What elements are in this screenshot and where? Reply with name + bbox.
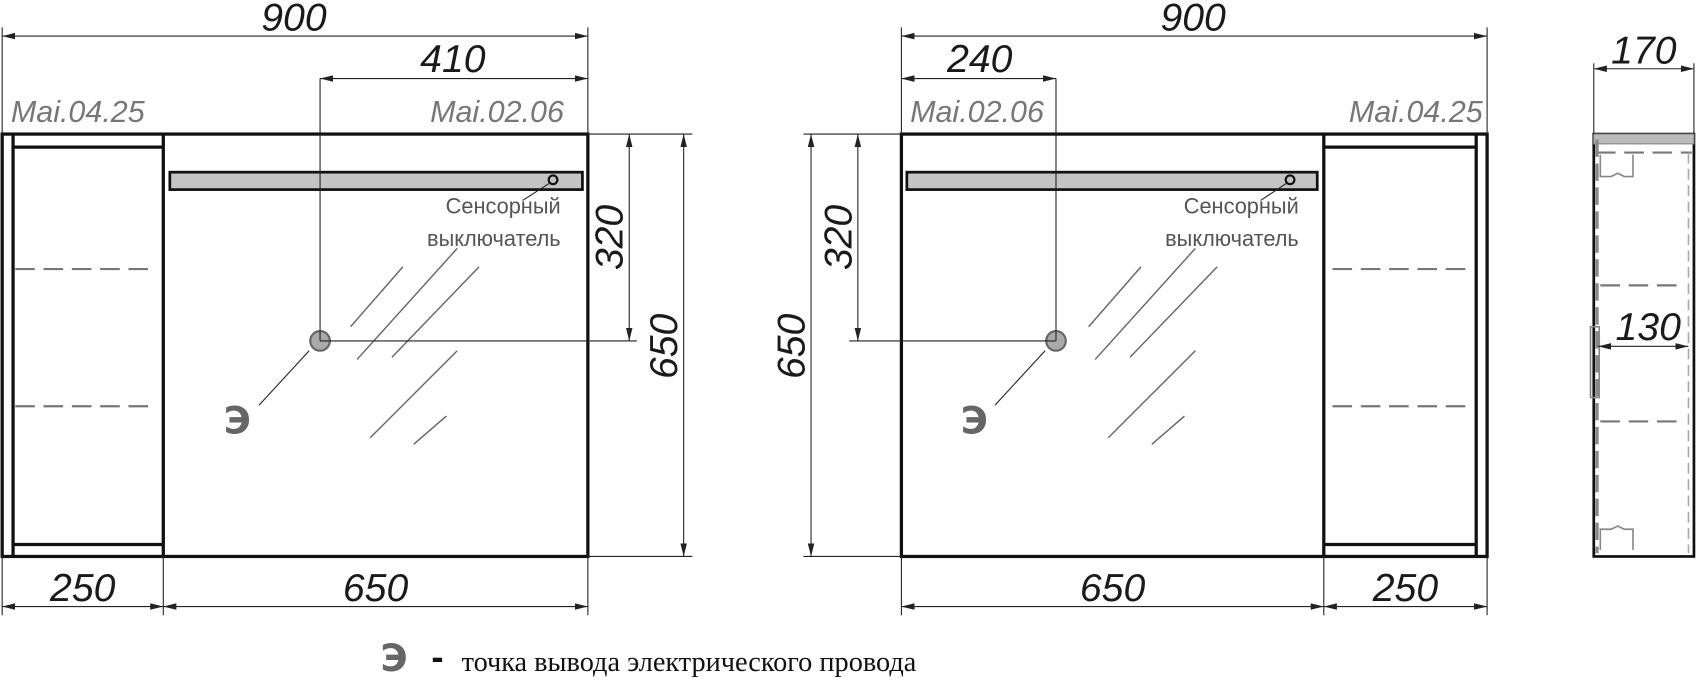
dim-overall-width: 900: [1160, 0, 1226, 40]
mirror-reflection-icon: [350, 247, 480, 445]
legend: Э - точка вывода электрического провода: [381, 637, 917, 680]
switch-label: Сенсорный: [446, 194, 561, 219]
hinge-icon: [1599, 525, 1634, 550]
dim-overall-width: 900: [261, 0, 327, 40]
cabinet-outline: [0, 132, 590, 559]
leader-line: [994, 350, 1046, 406]
dim-shelf-width: 250: [49, 567, 116, 610]
front-view-right: Сенсорный выключатель Э Mai.02.06 Mai.04…: [771, 0, 1489, 616]
dim-switch-offset: 410: [420, 38, 486, 81]
legend-symbol: Э: [381, 637, 408, 680]
dim-height: 650: [643, 313, 686, 379]
dim-depth: 170: [1611, 29, 1677, 72]
side-top-panel: [1593, 133, 1695, 145]
leader-line: [1260, 182, 1288, 201]
hinge-icon: [1599, 154, 1634, 178]
leader-line: [522, 182, 551, 201]
mirror-model-code: Mai.02.06: [910, 95, 1044, 129]
dim-switch-offset: 240: [946, 38, 1013, 81]
light-bar: [168, 170, 584, 191]
cabinet-outline: [899, 132, 1489, 559]
dim-mirror-width: 650: [343, 567, 409, 610]
dim-shelf-width: 250: [1372, 567, 1439, 610]
touch-switch-icon: [1284, 174, 1296, 186]
dim-switch-height: 320: [817, 205, 860, 271]
shelf-model-code: Mai.04.25: [11, 95, 146, 129]
mirror-reflection-icon: [1088, 247, 1218, 445]
switch-label: выключатель: [427, 226, 561, 251]
legend-dash: -: [431, 642, 444, 677]
switch-label: выключатель: [1165, 226, 1299, 251]
side-view: 170 130: [1589, 29, 1696, 558]
handle-icon: [1589, 325, 1601, 399]
dim-inner-depth: 130: [1616, 306, 1682, 349]
mirror-model-code: Mai.02.06: [430, 95, 564, 129]
light-bar: [905, 170, 1319, 191]
shelf-model-code: Mai.04.25: [1349, 95, 1484, 129]
front-view-left: Сенсорный выключатель Э Mai.04.25 Mai.02…: [0, 0, 693, 616]
legend-text: точка вывода электрического провода: [462, 647, 917, 678]
dim-mirror-width: 650: [1080, 567, 1146, 610]
outlet-symbol: Э: [224, 399, 251, 442]
dim-switch-height: 320: [589, 205, 632, 271]
dim-height: 650: [771, 313, 814, 379]
switch-label: Сенсорный: [1184, 194, 1299, 219]
touch-switch-icon: [547, 174, 559, 186]
leader-line: [258, 350, 310, 406]
outlet-symbol: Э: [961, 399, 988, 442]
